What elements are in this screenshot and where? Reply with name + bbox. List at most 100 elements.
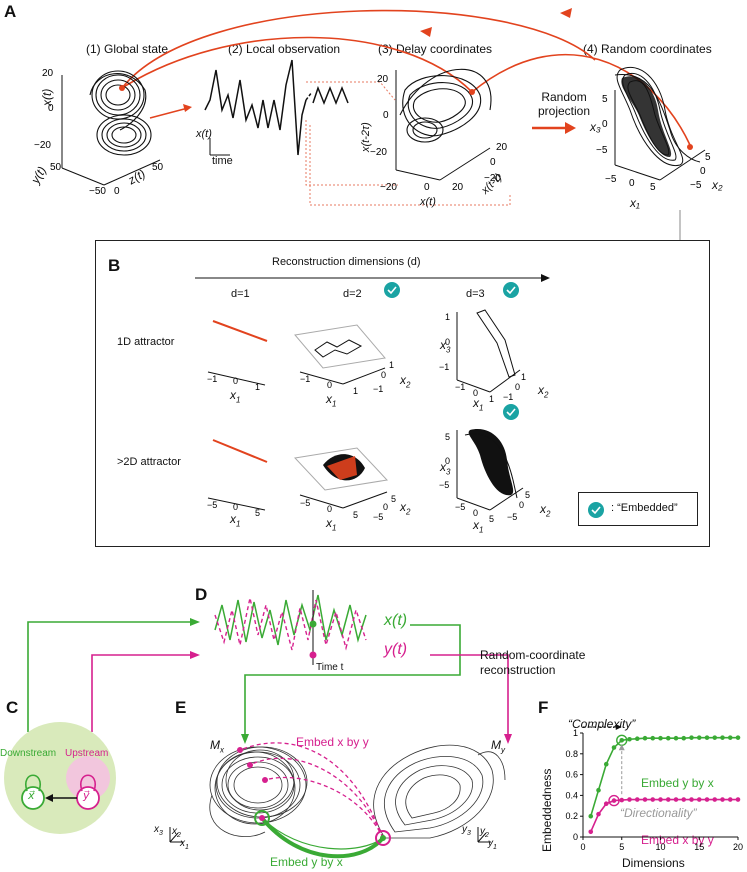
row-1d: 1D attractor <box>117 336 175 348</box>
panel-label-a: A <box>4 2 17 21</box>
random-x-label: x₁ <box>630 196 640 210</box>
time-t-label: Time t <box>316 662 344 673</box>
legend-embed-y-by-x: Embed y by x <box>641 776 714 790</box>
x-tick-label: 10 <box>655 842 665 852</box>
svg-text:5: 5 <box>650 182 656 193</box>
check-icon <box>588 502 604 518</box>
random-y-label: x₃ <box>590 120 601 134</box>
data-point <box>727 797 733 802</box>
x-node-label: x⃗ <box>28 790 35 802</box>
x-tick-label: 20 <box>733 842 743 852</box>
svg-text:20: 20 <box>496 142 508 153</box>
data-point <box>696 735 702 740</box>
svg-text:1: 1 <box>445 312 450 322</box>
data-point <box>596 787 601 793</box>
random-projection-label: Random projection <box>538 90 591 118</box>
data-point <box>673 797 679 802</box>
svg-text:−20: −20 <box>484 173 501 184</box>
global-x-label: x(t) <box>40 88 54 106</box>
map-arc-3 <box>471 54 691 146</box>
svg-text:0: 0 <box>381 370 386 380</box>
reconstruction-axis-title: Reconstruction dimensions (d) <box>272 256 421 268</box>
svg-text:50: 50 <box>50 162 62 173</box>
x-tick-label: 0 <box>580 842 585 852</box>
data-point <box>588 813 594 819</box>
svg-text:−20: −20 <box>34 140 51 151</box>
svg-text:−1: −1 <box>300 374 310 384</box>
title-local-observation: (2) Local observation <box>228 42 341 56</box>
svg-text:0: 0 <box>48 103 54 114</box>
upstream-label: Upstream <box>65 748 109 759</box>
data-point <box>588 829 594 835</box>
data-point <box>611 798 617 803</box>
svg-text:20: 20 <box>452 182 464 193</box>
svg-text:0: 0 <box>700 166 706 177</box>
svg-text:0: 0 <box>233 376 238 386</box>
svg-text:−5: −5 <box>207 500 217 510</box>
data-point <box>658 735 663 741</box>
svg-text:−20: −20 <box>370 147 387 158</box>
data-point <box>619 737 625 743</box>
svg-text:5: 5 <box>489 514 494 524</box>
global-axes <box>61 75 161 186</box>
directionality-arrowhead <box>618 744 625 751</box>
data-point <box>689 797 694 802</box>
data-point <box>720 797 725 802</box>
embed-x-by-y-label: Embed x by y <box>296 735 369 749</box>
col-d2: d=2 <box>343 288 362 300</box>
svg-text:0: 0 <box>327 380 332 390</box>
svg-text:1: 1 <box>353 386 358 396</box>
data-point <box>712 797 718 802</box>
svg-text:−1: −1 <box>439 362 449 372</box>
svg-text:1: 1 <box>521 372 526 382</box>
x-tick-label: 5 <box>619 842 624 852</box>
panel-label-d: D <box>195 585 208 604</box>
delay-y-label: x(t-2τ) <box>360 122 372 152</box>
svg-text:−1: −1 <box>373 384 383 394</box>
svg-text:−20: −20 <box>380 182 397 193</box>
svg-text:5: 5 <box>445 432 450 442</box>
legend-text: : “Embedded” <box>611 502 678 514</box>
data-point <box>681 797 687 802</box>
svg-text:20: 20 <box>377 74 389 85</box>
svg-text:0: 0 <box>114 186 120 197</box>
highlight-marker <box>608 794 620 807</box>
x-node <box>21 786 45 810</box>
data-point <box>665 735 671 741</box>
col-d1: d=1 <box>231 288 250 300</box>
svg-text:−5: −5 <box>596 145 608 156</box>
y-node-label: y⃗ <box>83 790 90 802</box>
svg-text:−50: −50 <box>89 186 106 197</box>
data-point <box>634 797 640 802</box>
svg-text:−5: −5 <box>507 512 517 522</box>
panel-label-c: C <box>6 698 19 717</box>
svg-text:0: 0 <box>519 500 524 510</box>
svg-text:−1: −1 <box>455 382 465 392</box>
svg-text:1: 1 <box>489 394 494 404</box>
data-point <box>696 797 702 802</box>
data-point <box>650 735 656 741</box>
svg-text:0: 0 <box>473 388 478 398</box>
data-point <box>642 735 648 741</box>
svg-text:−1: −1 <box>207 374 217 384</box>
y-tick-label: 0.2 <box>565 811 578 821</box>
embed-y-by-x-label: Embed y by x <box>270 855 343 869</box>
data-point <box>720 735 725 740</box>
arrow-head-2 <box>420 27 432 37</box>
y-series-label: y(t) <box>384 641 408 658</box>
check-icon <box>503 282 519 298</box>
y-tick-label: 1 <box>573 728 578 738</box>
data-point <box>619 797 625 803</box>
data-point <box>603 761 609 767</box>
data-point <box>727 735 733 740</box>
gtick-20: 20 <box>42 68 54 79</box>
local-y-label: x(t) <box>196 128 212 140</box>
check-icon <box>503 404 519 420</box>
svg-text:−5: −5 <box>690 180 702 191</box>
svg-text:0: 0 <box>515 382 520 392</box>
svg-text:0: 0 <box>383 502 388 512</box>
svg-text:5: 5 <box>391 494 396 504</box>
svg-text:0: 0 <box>602 119 608 130</box>
svg-text:0: 0 <box>233 502 238 512</box>
